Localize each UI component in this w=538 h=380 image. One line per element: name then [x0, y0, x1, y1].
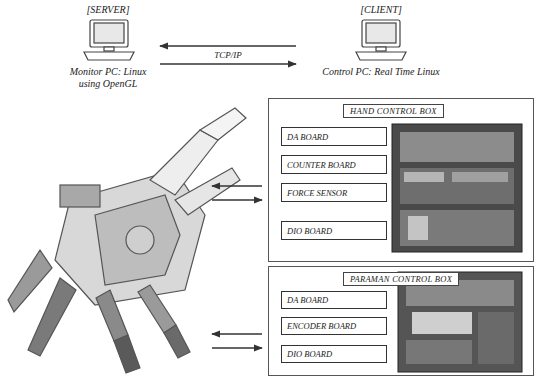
- board-box: DIO BOARD: [281, 221, 387, 240]
- board-box: DA BOARD: [281, 127, 387, 146]
- board-box: ENCODER BOARD: [281, 317, 387, 335]
- network-arrow: [160, 45, 296, 46]
- control-box-photo: [398, 272, 522, 372]
- board-box: COUNTER BOARD: [281, 155, 387, 174]
- control-box: PARAMAN CONTROL BOX DA BOARD ENCODER BOARD…: [268, 266, 534, 376]
- box-heading: PARAMAN CONTROL BOX: [343, 272, 459, 286]
- board-label: DA BOARD: [287, 295, 328, 305]
- board-label: FORCE SENSOR: [287, 188, 347, 198]
- board-label: DIO BOARD: [287, 349, 332, 359]
- network-arrow: [160, 63, 296, 64]
- protocol-label: TCP/IP: [212, 50, 244, 60]
- box-heading: HAND CONTROL BOX: [343, 104, 444, 118]
- computer-caption: Control PC: Real Time Linux: [298, 66, 464, 78]
- computer-icon: [356, 20, 406, 60]
- robot-hand: [8, 108, 246, 373]
- board-label: COUNTER BOARD: [287, 160, 356, 170]
- computer-node: [CLIENT] Control PC: Real Time Linux: [298, 4, 464, 78]
- control-box: HAND CONTROL BOX DA BOARD COUNTER BOARD FOR…: [268, 98, 534, 262]
- role-label: [SERVER]: [58, 4, 158, 16]
- control-box-photo: [392, 124, 522, 252]
- board-box: DIO BOARD: [281, 345, 387, 363]
- computer-caption: Monitor PC: Linux using OpenGL: [58, 66, 158, 90]
- computer-node: [SERVER] Monitor PC: Linux using OpenGL: [58, 4, 158, 90]
- signal-arrow: [212, 186, 262, 348]
- role-label: [CLIENT]: [298, 4, 464, 16]
- board-label: DA BOARD: [287, 132, 328, 142]
- board-box: FORCE SENSOR: [281, 183, 387, 202]
- board-label: DIO BOARD: [287, 226, 332, 236]
- board-box: DA BOARD: [281, 291, 387, 309]
- board-label: ENCODER BOARD: [287, 321, 356, 331]
- computer-icon: [84, 20, 134, 60]
